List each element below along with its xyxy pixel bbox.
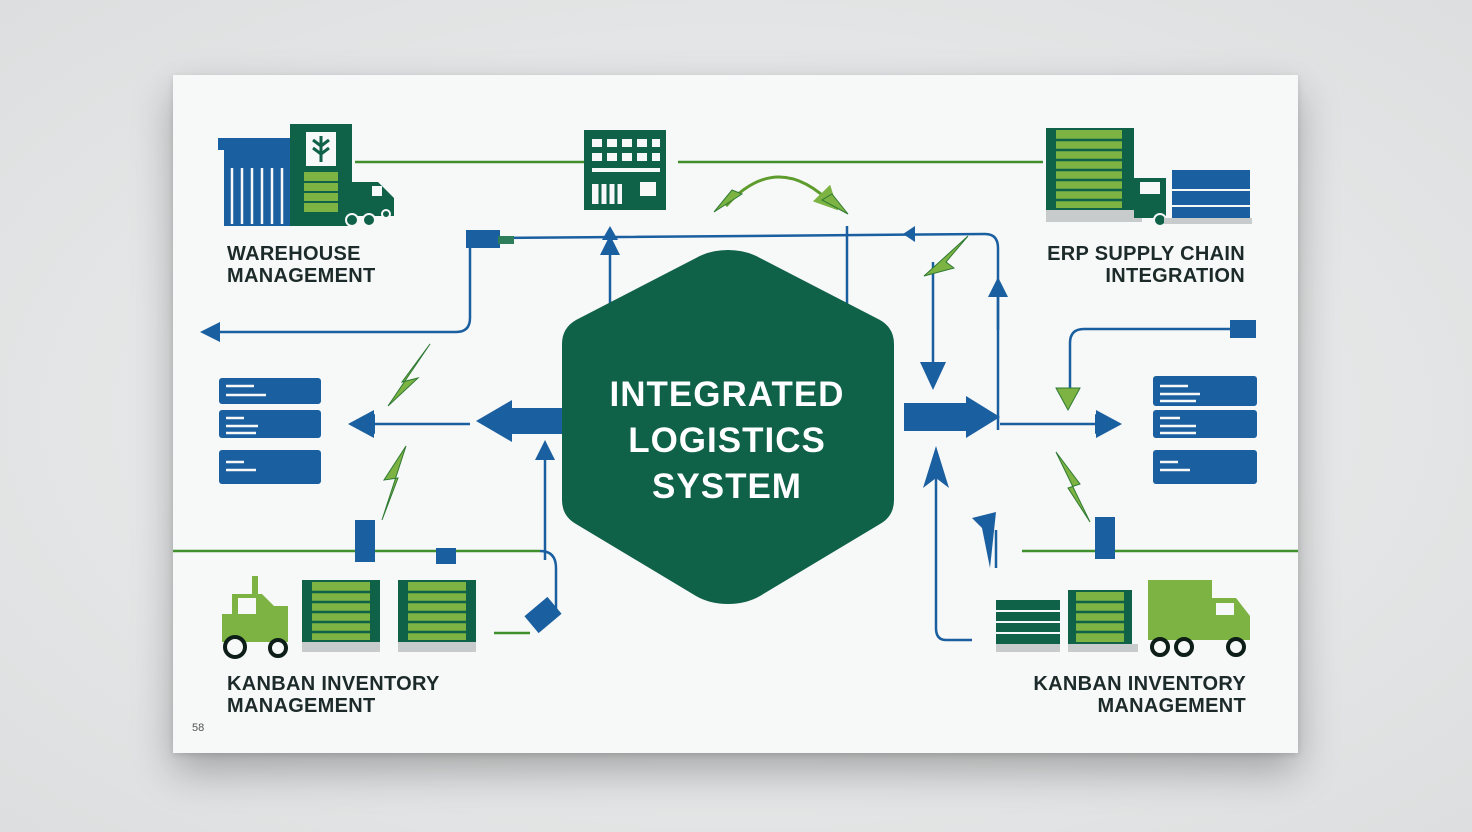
label-line: MANAGEMENT — [227, 265, 376, 287]
hub-title-line: INTEGRATED — [609, 375, 845, 414]
pallet-stack-icon — [996, 600, 1060, 652]
label-line: KANBAN INVENTORY — [227, 673, 440, 695]
warehouse-icon — [218, 124, 352, 226]
warehouse-management-label: WAREHOUSE MANAGEMENT — [227, 243, 376, 287]
label-line: KANBAN INVENTORY — [1033, 673, 1246, 695]
hub-right-arrow — [904, 396, 1000, 438]
truck-icon — [1148, 580, 1250, 657]
hub-title-line: SYSTEM — [652, 467, 802, 506]
pallet-stack-icon — [302, 580, 380, 652]
label-line: WAREHOUSE — [227, 243, 361, 265]
label-line: MANAGEMENT — [227, 695, 376, 717]
pallet-stack-icon — [1068, 590, 1138, 652]
hub-title-line: LOGISTICS — [628, 421, 826, 460]
office-building-icon — [584, 130, 666, 210]
blue-arrowheads — [348, 226, 1122, 568]
hub-hexagon — [562, 250, 894, 604]
document-stack-icon — [1153, 376, 1257, 484]
kanban-inventory-left-label: KANBAN INVENTORY MANAGEMENT — [227, 673, 440, 717]
label-line: INTEGRATION — [1105, 265, 1245, 287]
forklift-icon — [222, 576, 288, 659]
document-stack-icon — [219, 378, 321, 484]
label-line: MANAGEMENT — [1097, 695, 1246, 717]
blue-connector-lines — [200, 226, 1230, 642]
hub-title: INTEGRATED LOGISTICS SYSTEM — [560, 372, 894, 510]
erp-integration-label: ERP SUPPLY CHAIN INTEGRATION — [1047, 243, 1245, 287]
pallet-stack-icon — [398, 580, 476, 652]
page-number: 58 — [192, 722, 205, 734]
kanban-inventory-right-label: KANBAN INVENTORY MANAGEMENT — [1033, 673, 1246, 717]
hub-left-arrow — [476, 400, 565, 442]
truck-icon — [342, 182, 394, 227]
pallet-stack-icon — [1046, 128, 1142, 222]
green-connector-lines — [173, 160, 1298, 635]
green-curved-arrows — [724, 175, 839, 211]
green-arrowheads — [381, 189, 1091, 523]
label-line: ERP SUPPLY CHAIN — [1047, 243, 1245, 265]
truck-icon — [1134, 170, 1252, 227]
connector-nodes — [355, 230, 1256, 634]
